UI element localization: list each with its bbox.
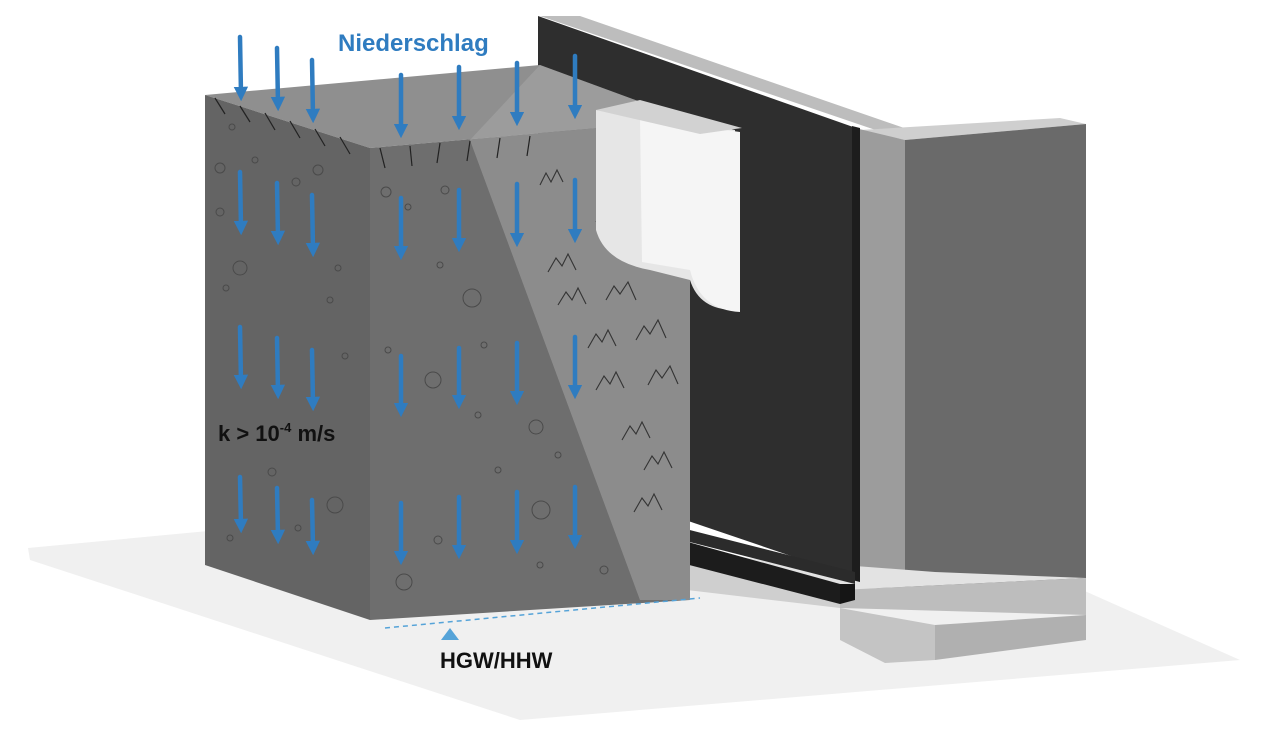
wall-edge [852,126,860,582]
grass-ticks [214,97,531,169]
foundation-slab-right [840,578,1086,615]
precipitation-label: Niederschlag [338,30,489,57]
down-arrow-icon [270,485,286,545]
groundwater-level-line [384,597,701,629]
building-top-edge [540,16,910,140]
bottom-flange-lip [840,584,855,604]
building-roof-ledge [860,118,1086,140]
down-arrow-icon [305,497,321,556]
permeability-prefix: k > 10 [218,421,280,446]
soil-pebbles [214,123,609,591]
down-arrow-icon [233,34,249,102]
bottom-flange-front [670,537,840,604]
down-arrow-icon [305,57,321,124]
groundwater-label: HGW/HHW [440,648,553,673]
down-arrow-icon [233,474,249,534]
building-front-face [905,124,1086,595]
permeability-label: k > 10-4 m/s [218,420,335,447]
permeability-exponent: -4 [279,420,292,435]
down-arrow-icon [270,335,286,400]
drainage-element-front [640,118,740,312]
permeability-unit: m/s [291,421,336,446]
precipitation-arrows [233,34,583,566]
foundation-footing-side [935,615,1086,660]
down-arrow-icon [233,169,249,236]
foundation-footing [840,608,935,663]
down-arrow-icon [305,192,321,258]
water-level-triangle-icon [441,628,459,640]
drainage-element [596,100,742,312]
bottom-flange [670,525,855,584]
down-arrow-icon [270,45,286,112]
down-arrow-icon [233,324,249,390]
building [540,16,1086,663]
down-arrow-icon [270,180,286,246]
building-side-face [855,128,905,595]
down-arrow-icon [305,347,321,412]
drainage-element-top [596,100,742,134]
